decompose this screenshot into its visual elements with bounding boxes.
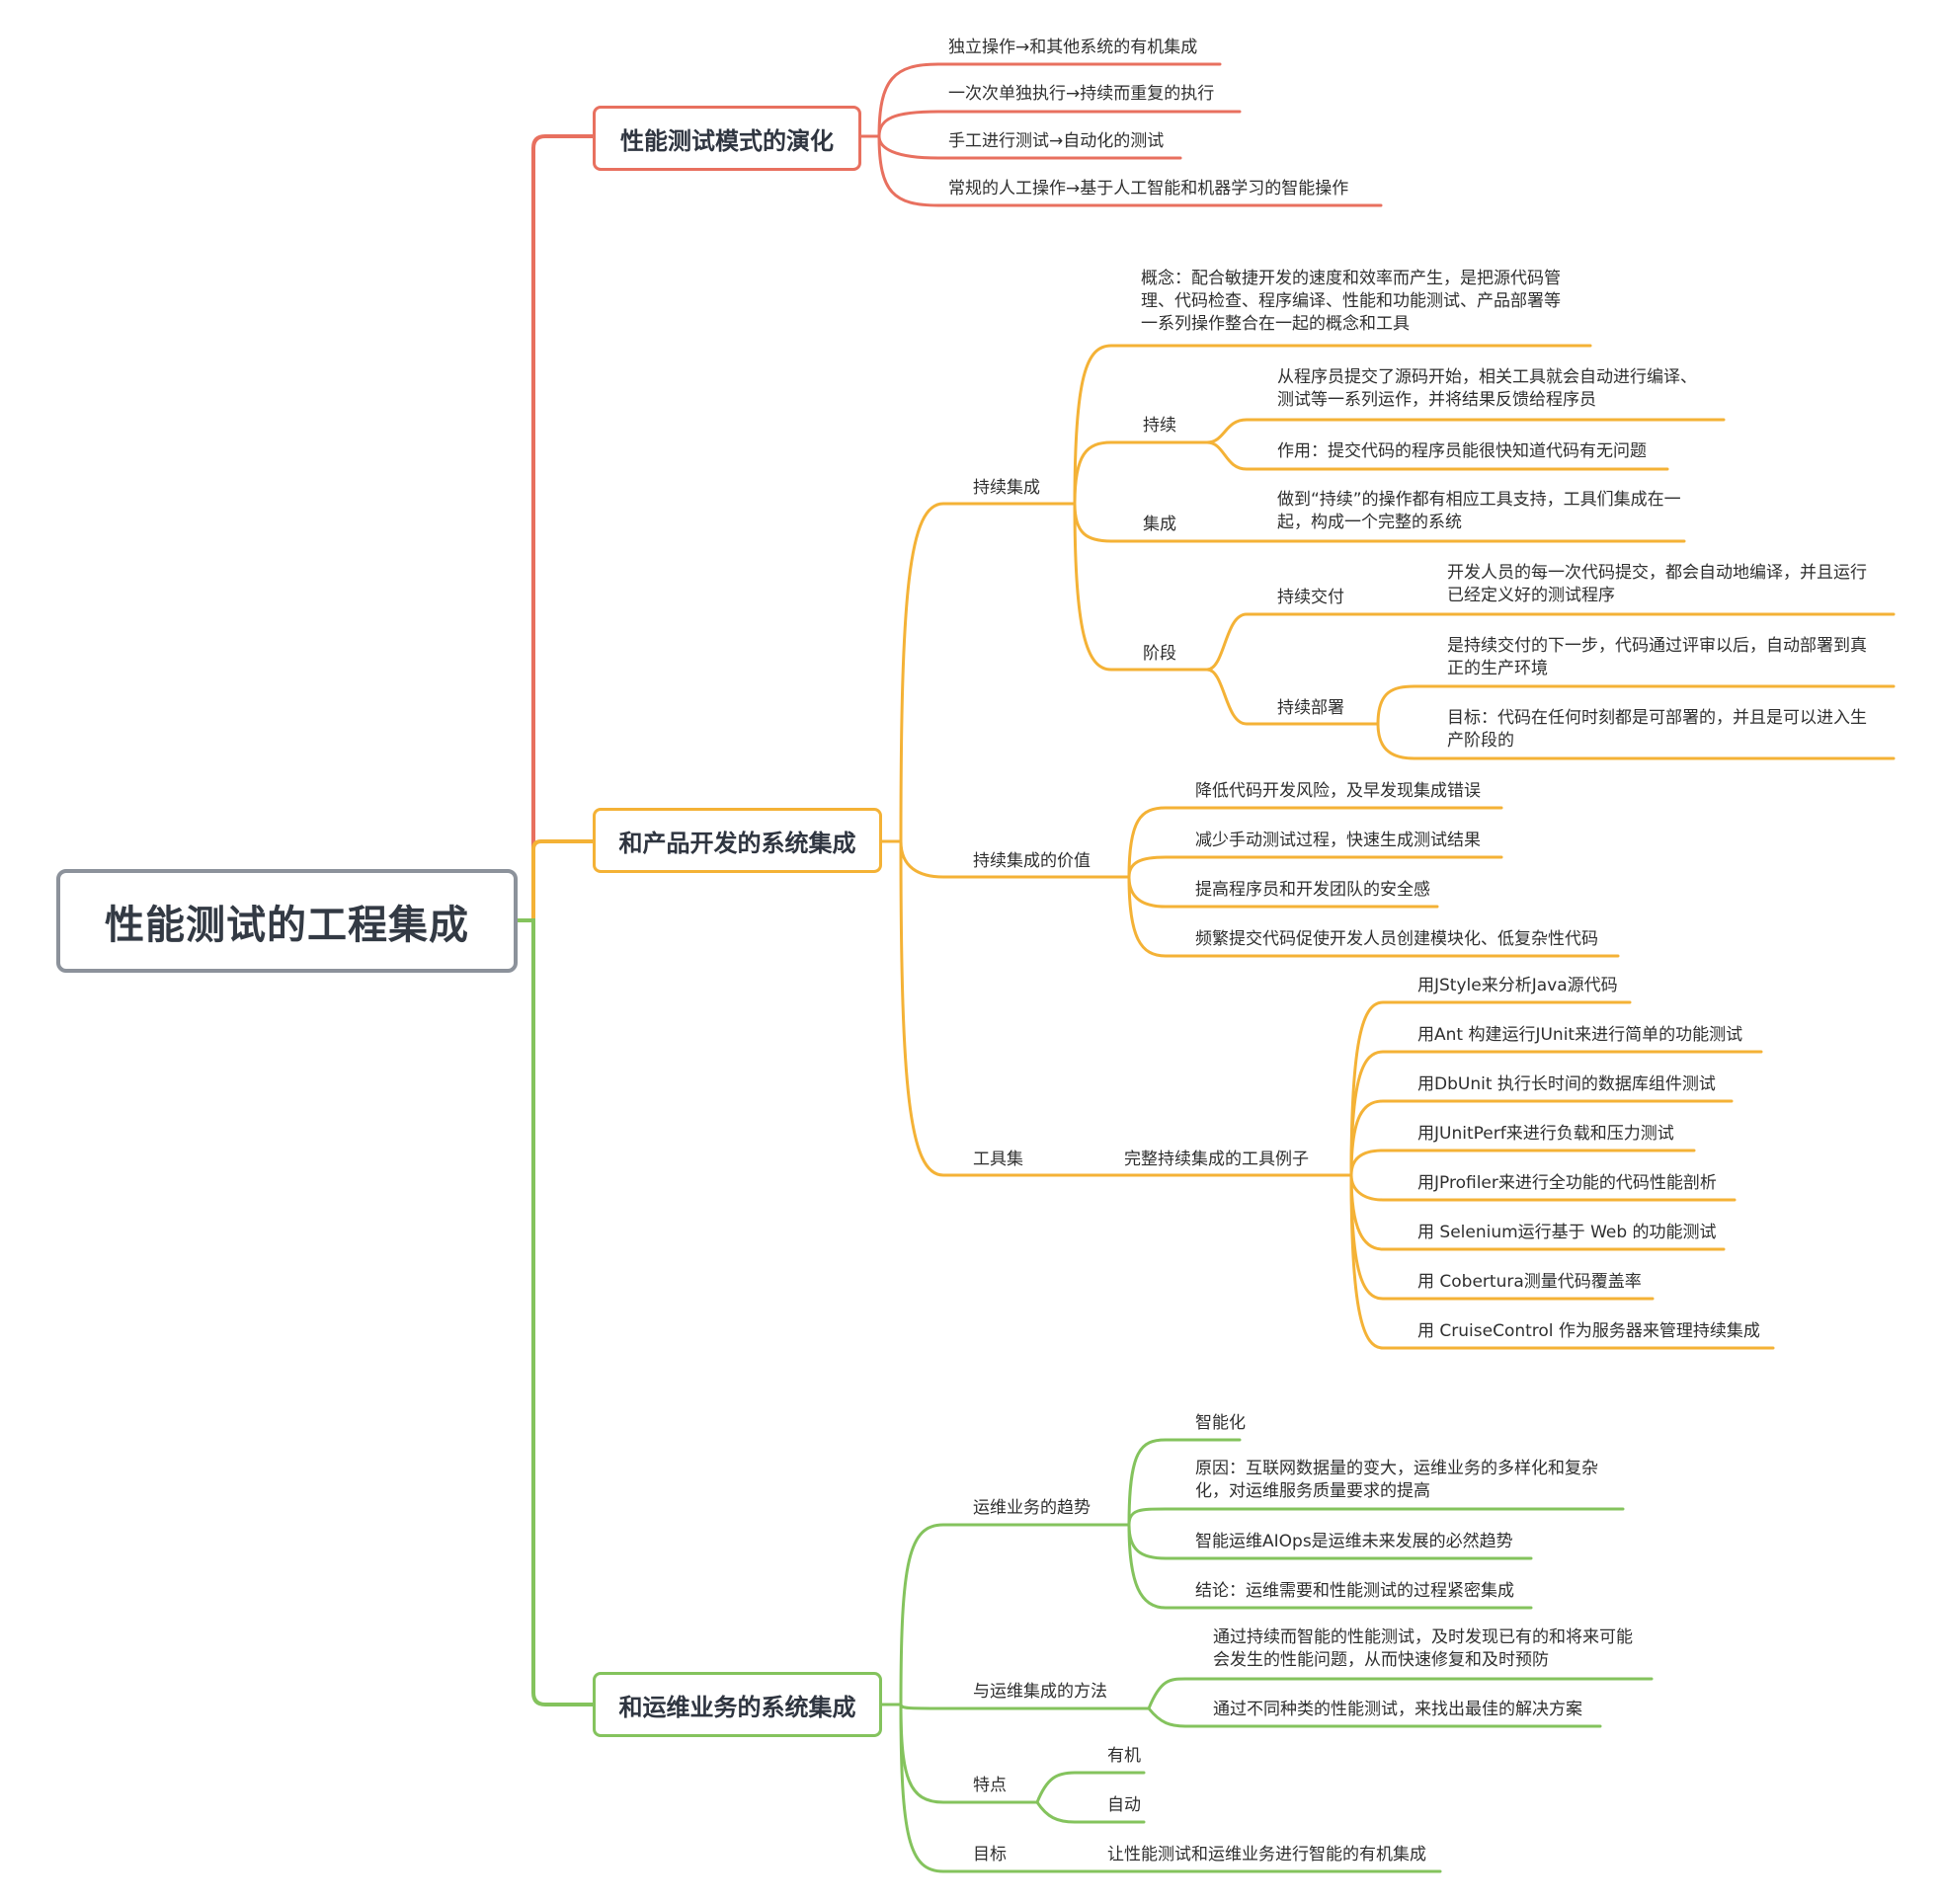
root-connectors bbox=[516, 134, 595, 1706]
ops-connectors bbox=[880, 1438, 1654, 1873]
ci-deployment-desc[interactable]: 是持续交付的下一步，代码通过评审以后，自动部署到真 正的生产环境 bbox=[1447, 635, 1867, 680]
ops-trend-item[interactable]: 结论：运维需要和性能测试的过程紧密集成 bbox=[1195, 1581, 1514, 1601]
root-node[interactable]: 性能测试的工程集成 bbox=[56, 869, 518, 973]
evolution-item[interactable]: 独立操作→和其他系统的有机集成 bbox=[948, 38, 1198, 57]
ci-deployment-goal-line: 目标：代码在任何时刻都是可部署的，并且是可以进入生 bbox=[1447, 708, 1867, 728]
ci-value-item[interactable]: 减少手动测试过程，快速生成测试结果 bbox=[1195, 831, 1481, 850]
ops-trend-item-line: 化，对运维服务质量要求的提高 bbox=[1195, 1481, 1430, 1501]
branch-ops-label: 和运维业务的系统集成 bbox=[618, 1693, 856, 1721]
branch-product-dev-label: 和产品开发的系统集成 bbox=[618, 829, 856, 857]
tool-item[interactable]: 用 Selenium运行基于 Web 的功能测试 bbox=[1417, 1223, 1717, 1242]
root-label: 性能测试的工程集成 bbox=[105, 902, 469, 948]
ci-concept[interactable]: 概念：配合敏捷开发的速度和效率而产生，是把源代码管 理、代码检查、程序编译、性能… bbox=[1141, 268, 1561, 336]
ci-value-item[interactable]: 降低代码开发风险，及早发现集成错误 bbox=[1195, 781, 1481, 801]
evolution-item[interactable]: 常规的人工操作→基于人工智能和机器学习的智能操作 bbox=[948, 179, 1349, 198]
tool-item[interactable]: 用Ant 构建运行JUnit来进行简单的功能测试 bbox=[1417, 1025, 1743, 1045]
ci-deployment-goal[interactable]: 目标：代码在任何时刻都是可部署的，并且是可以进入生 产阶段的 bbox=[1447, 707, 1867, 753]
ci-integration-desc-line: 做到“持续”的操作都有相应工具支持，工具们集成在一 bbox=[1277, 490, 1681, 510]
ci-delivery-desc[interactable]: 开发人员的每一次代码提交，都会自动地编译，并且运行 已经定义好的测试程序 bbox=[1447, 562, 1867, 607]
ops-goal-node[interactable]: 目标 bbox=[973, 1845, 1007, 1864]
ops-trend-item[interactable]: 智能运维AIOps是运维未来发展的必然趋势 bbox=[1195, 1532, 1513, 1551]
product-dev-connectors bbox=[880, 344, 1896, 1350]
ops-method-item-line: 通过持续而智能的性能测试，及时发现已有的和将来可能 bbox=[1213, 1627, 1633, 1647]
ops-goal-item[interactable]: 让性能测试和运维业务进行智能的有机集成 bbox=[1107, 1845, 1426, 1864]
branch-ops[interactable]: 和运维业务的系统集成 bbox=[593, 1672, 882, 1737]
ops-method-node[interactable]: 与运维集成的方法 bbox=[973, 1682, 1107, 1702]
ci-value-node[interactable]: 持续集成的价值 bbox=[973, 851, 1091, 871]
ops-traits-node[interactable]: 特点 bbox=[973, 1776, 1007, 1795]
ci-node[interactable]: 持续集成 bbox=[973, 478, 1040, 498]
ops-trend-node[interactable]: 运维业务的趋势 bbox=[973, 1498, 1091, 1518]
tool-item[interactable]: 用JUnitPerf来进行负载和压力测试 bbox=[1417, 1124, 1674, 1144]
ops-trait-item[interactable]: 有机 bbox=[1107, 1746, 1141, 1766]
ops-method-item[interactable]: 通过持续而智能的性能测试，及时发现已有的和将来可能 会发生的性能问题，从而快速修… bbox=[1213, 1626, 1633, 1672]
ops-method-item[interactable]: 通过不同种类的性能测试，来找出最佳的解决方案 bbox=[1213, 1700, 1582, 1719]
ci-value-item[interactable]: 频繁提交代码促使开发人员创建模块化、低复杂性代码 bbox=[1195, 929, 1598, 949]
ci-deployment-node[interactable]: 持续部署 bbox=[1277, 698, 1344, 718]
tool-item[interactable]: 用 Cobertura测量代码覆盖率 bbox=[1417, 1272, 1642, 1292]
ci-concept-line: 理、代码检查、程序编译、性能和功能测试、产品部署等 bbox=[1141, 291, 1561, 311]
ci-concept-line: 概念：配合敏捷开发的速度和效率而产生，是把源代码管 bbox=[1141, 269, 1561, 288]
ci-continuous-desc-line: 测试等一系列运作，并将结果反馈给程序员 bbox=[1277, 390, 1596, 410]
branch-product-dev[interactable]: 和产品开发的系统集成 bbox=[593, 808, 882, 873]
ci-concept-line: 一系列操作整合在一起的概念和工具 bbox=[1141, 314, 1410, 334]
evolution-item[interactable]: 手工进行测试→自动化的测试 bbox=[948, 131, 1165, 151]
ops-trend-item-line: 原因：互联网数据量的变大，运维业务的多样化和复杂 bbox=[1195, 1459, 1598, 1478]
ci-integration-node[interactable]: 集成 bbox=[1143, 515, 1176, 534]
ci-deployment-desc-line: 是持续交付的下一步，代码通过评审以后，自动部署到真 bbox=[1447, 636, 1867, 656]
ci-integration-desc-line: 起，构成一个完整的系统 bbox=[1277, 513, 1462, 532]
ci-delivery-desc-line: 已经定义好的测试程序 bbox=[1447, 586, 1615, 605]
toolset-node[interactable]: 工具集 bbox=[973, 1150, 1023, 1169]
ci-stages-node[interactable]: 阶段 bbox=[1143, 644, 1176, 664]
ci-integration-desc[interactable]: 做到“持续”的操作都有相应工具支持，工具们集成在一 起，构成一个完整的系统 bbox=[1277, 489, 1681, 534]
ci-continuous-effect[interactable]: 作用：提交代码的程序员能很快知道代码有无问题 bbox=[1277, 441, 1647, 461]
ci-value-item[interactable]: 提高程序员和开发团队的安全感 bbox=[1195, 880, 1430, 900]
ops-method-item-line: 会发生的性能问题，从而快速修复和及时预防 bbox=[1213, 1650, 1549, 1670]
ci-delivery-desc-line: 开发人员的每一次代码提交，都会自动地编译，并且运行 bbox=[1447, 563, 1867, 583]
tool-item[interactable]: 用 CruiseControl 作为服务器来管理持续集成 bbox=[1417, 1321, 1760, 1341]
ci-deployment-goal-line: 产阶段的 bbox=[1447, 731, 1514, 751]
ci-continuous-node[interactable]: 持续 bbox=[1143, 416, 1176, 436]
branch-evolution-label: 性能测试模式的演化 bbox=[620, 126, 834, 155]
tool-item[interactable]: 用DbUnit 执行长时间的数据库组件测试 bbox=[1417, 1074, 1716, 1094]
ci-delivery-node[interactable]: 持续交付 bbox=[1277, 588, 1344, 607]
toolset-example-node[interactable]: 完整持续集成的工具例子 bbox=[1124, 1150, 1309, 1169]
evolution-connectors bbox=[859, 62, 1383, 207]
ci-continuous-desc[interactable]: 从程序员提交了源码开始，相关工具就会自动进行编译、 测试等一系列运作，并将结果反… bbox=[1277, 366, 1697, 412]
ci-continuous-desc-line: 从程序员提交了源码开始，相关工具就会自动进行编译、 bbox=[1277, 367, 1697, 387]
evolution-item[interactable]: 一次次单独执行→持续而重复的执行 bbox=[948, 84, 1215, 104]
ops-trend-item[interactable]: 智能化 bbox=[1195, 1413, 1246, 1433]
ci-deployment-desc-line: 正的生产环境 bbox=[1447, 659, 1548, 678]
tool-item[interactable]: 用JStyle来分析Java源代码 bbox=[1417, 976, 1618, 995]
tool-item[interactable]: 用JProfiler来进行全功能的代码性能剖析 bbox=[1417, 1173, 1717, 1193]
ops-trend-item[interactable]: 原因：互联网数据量的变大，运维业务的多样化和复杂 化，对运维服务质量要求的提高 bbox=[1195, 1458, 1598, 1503]
ops-trait-item[interactable]: 自动 bbox=[1107, 1795, 1141, 1815]
branch-evolution[interactable]: 性能测试模式的演化 bbox=[593, 106, 861, 171]
